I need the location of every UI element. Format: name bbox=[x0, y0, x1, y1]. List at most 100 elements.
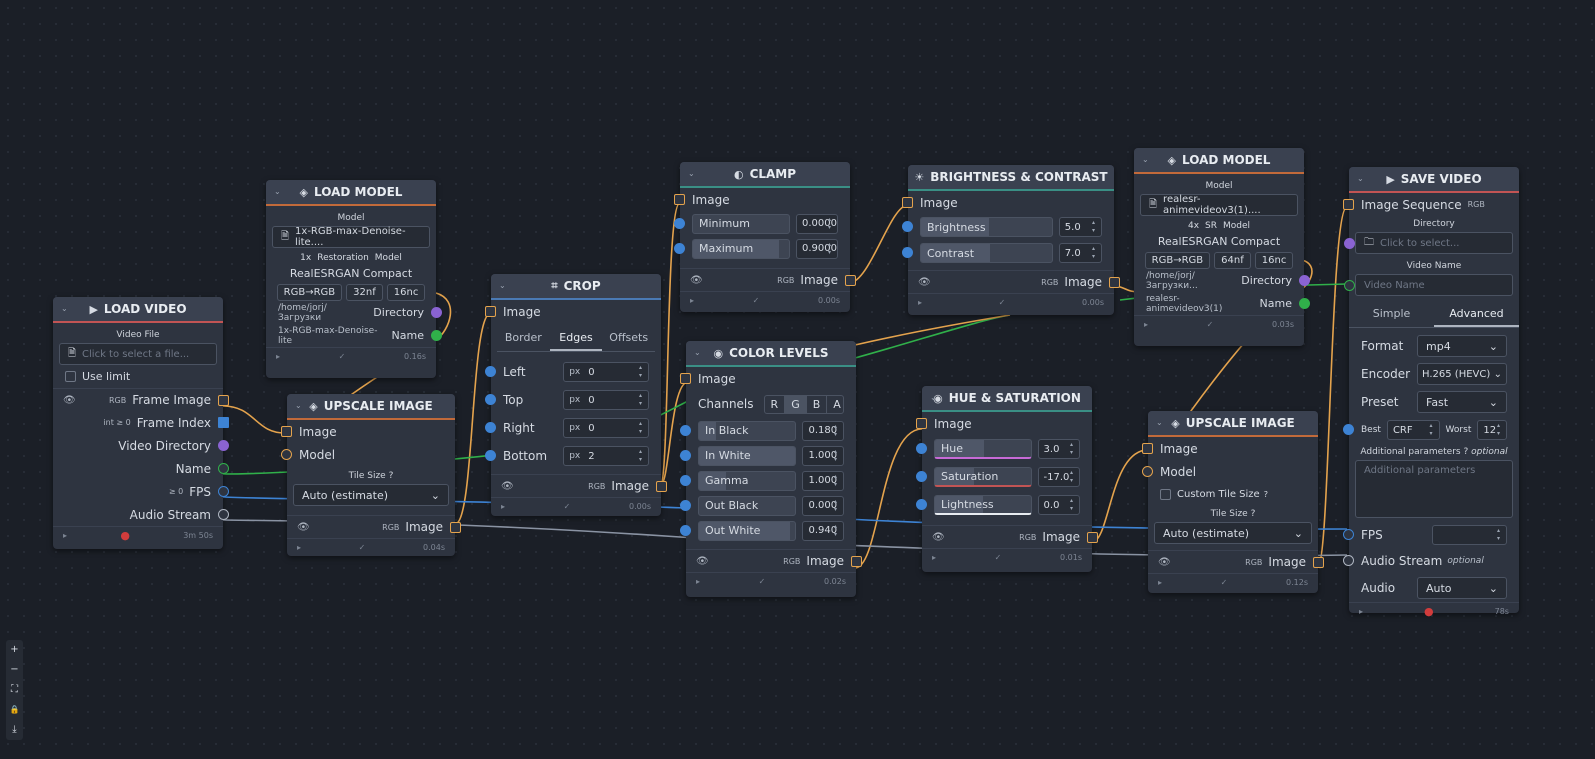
port-output-name[interactable] bbox=[218, 463, 229, 474]
out-black-slider[interactable]: Out Black bbox=[698, 495, 797, 516]
custom-tile-checkbox[interactable] bbox=[1160, 489, 1171, 500]
eye-icon[interactable]: 👁 bbox=[696, 555, 709, 567]
port-output-image[interactable] bbox=[1087, 532, 1098, 543]
port-input-directory[interactable] bbox=[1344, 238, 1355, 249]
port-input-hue[interactable] bbox=[916, 443, 927, 454]
load-video-node[interactable]: ⌄▶LOAD VIDEO Video File 🗎Click to select… bbox=[53, 297, 229, 549]
expand-icon[interactable]: ▸ bbox=[932, 553, 937, 562]
eye-icon[interactable]: 👁 bbox=[501, 480, 514, 492]
port-input-in-black[interactable] bbox=[680, 425, 691, 436]
port-output-name[interactable] bbox=[431, 330, 442, 341]
video-file-input[interactable]: 🗎Click to select a file... bbox=[59, 343, 217, 365]
gamma-input[interactable]: 1.000 bbox=[802, 470, 844, 491]
load-model-node-1[interactable]: ⌄◈LOAD MODEL Model 🗎1x-RGB-max-Denoise-l… bbox=[266, 180, 442, 378]
export-icon[interactable]: ⤓ bbox=[12, 724, 17, 735]
port-output-image[interactable] bbox=[656, 481, 667, 492]
port-output-dir[interactable] bbox=[431, 307, 442, 318]
port-input-gamma[interactable] bbox=[680, 475, 691, 486]
tab-border[interactable]: Border bbox=[504, 331, 542, 344]
in-black-slider[interactable]: In Black bbox=[698, 420, 797, 441]
help-icon[interactable]: ? bbox=[1263, 490, 1268, 499]
eye-icon[interactable]: 👁 bbox=[932, 531, 945, 543]
contrast-input[interactable]: 7.0 bbox=[1058, 243, 1102, 263]
port-input-left[interactable] bbox=[485, 366, 496, 377]
tab-advanced[interactable]: Advanced bbox=[1434, 302, 1519, 327]
zoom-in-icon[interactable]: + bbox=[10, 644, 19, 655]
model-file-input[interactable]: 🗎realesr-animevideov3(1).... bbox=[1140, 194, 1298, 216]
port-output-image[interactable] bbox=[450, 522, 461, 533]
help-icon[interactable]: ? bbox=[1463, 447, 1469, 457]
port-input-crf[interactable] bbox=[1343, 424, 1354, 435]
additional-parameters-input[interactable]: Additional parameters bbox=[1355, 460, 1513, 518]
expand-icon[interactable]: ▸ bbox=[1158, 578, 1163, 587]
channel-g[interactable]: G bbox=[785, 395, 807, 413]
port-input-name[interactable] bbox=[1344, 280, 1355, 291]
tab-simple[interactable]: Simple bbox=[1372, 307, 1411, 320]
port-input-image[interactable] bbox=[281, 426, 292, 437]
lightness-slider[interactable]: Lightness bbox=[934, 495, 1032, 515]
port-input-saturation[interactable] bbox=[916, 471, 927, 482]
out-white-slider[interactable]: Out White bbox=[698, 520, 797, 541]
worst-input[interactable]: 12 bbox=[1477, 420, 1507, 440]
port-input-fps[interactable] bbox=[1343, 529, 1354, 540]
port-input-max[interactable] bbox=[674, 243, 685, 254]
in-white-slider[interactable]: In White bbox=[698, 445, 797, 466]
port-input-min[interactable] bbox=[674, 218, 685, 229]
preset-select[interactable]: Fast⌄ bbox=[1417, 391, 1507, 413]
tile-size-select[interactable]: Auto (estimate)⌄ bbox=[1154, 522, 1312, 544]
collapse-icon[interactable]: ⌄ bbox=[1142, 155, 1149, 164]
collapse-icon[interactable]: ⌄ bbox=[1156, 418, 1163, 427]
expand-icon[interactable]: ▸ bbox=[276, 352, 281, 361]
brightness-slider[interactable]: Brightness bbox=[920, 217, 1053, 237]
format-select[interactable]: mp4⌄ bbox=[1417, 335, 1507, 357]
zoom-out-icon[interactable]: − bbox=[10, 664, 19, 675]
port-output-image[interactable] bbox=[1313, 557, 1324, 568]
tile-size-select[interactable]: Auto (estimate)⌄ bbox=[293, 484, 449, 506]
collapse-icon[interactable]: ⌄ bbox=[499, 281, 506, 290]
crf-input[interactable]: CRF bbox=[1386, 420, 1440, 440]
saturation-input[interactable]: -17.0 bbox=[1037, 467, 1080, 487]
model-file-input[interactable]: 🗎1x-RGB-max-Denoise-lite.... bbox=[272, 226, 430, 248]
port-output-image[interactable] bbox=[1109, 277, 1120, 288]
expand-icon[interactable]: ▸ bbox=[297, 543, 302, 552]
tab-edges[interactable]: Edges bbox=[549, 326, 603, 351]
port-input-audio-stream[interactable] bbox=[1343, 555, 1354, 566]
collapse-icon[interactable]: ⌄ bbox=[694, 348, 701, 357]
port-output-index[interactable] bbox=[218, 417, 229, 428]
use-limit-checkbox[interactable] bbox=[65, 371, 76, 382]
lock-icon[interactable]: 🔒 bbox=[9, 705, 20, 714]
directory-input[interactable]: 🗀Click to select... bbox=[1344, 232, 1513, 254]
hue-slider[interactable]: Hue bbox=[934, 439, 1032, 459]
brightness-contrast-node[interactable]: ⌄☀BRIGHTNESS & CONTRAST Image Brightness… bbox=[902, 165, 1120, 315]
port-input-bottom[interactable] bbox=[485, 450, 496, 461]
audio-select[interactable]: Auto⌄ bbox=[1417, 577, 1507, 599]
out-black-input[interactable]: 0.000 bbox=[802, 495, 844, 516]
expand-icon[interactable]: ▸ bbox=[501, 502, 506, 511]
fps-input[interactable] bbox=[1431, 525, 1507, 545]
eye-icon[interactable]: 👁 bbox=[297, 521, 310, 533]
port-output-dir[interactable] bbox=[218, 440, 229, 451]
channel-a[interactable]: A bbox=[833, 397, 841, 411]
port-input-model[interactable] bbox=[1142, 466, 1153, 477]
gamma-slider[interactable]: Gamma bbox=[698, 470, 797, 491]
channel-b[interactable]: B bbox=[807, 395, 828, 413]
collapse-icon[interactable]: ⌄ bbox=[295, 401, 302, 410]
out-white-input[interactable]: 0.940 bbox=[802, 520, 844, 541]
port-input-model[interactable] bbox=[281, 449, 292, 460]
maximum-slider[interactable]: Maximum bbox=[692, 238, 790, 259]
port-input-image[interactable] bbox=[916, 418, 927, 429]
eye-icon[interactable]: 👁 bbox=[918, 276, 931, 288]
port-input-in-white[interactable] bbox=[680, 450, 691, 461]
upscale-image-node-1[interactable]: ⌄◈UPSCALE IMAGE Image Model Tile Size ? … bbox=[281, 394, 461, 556]
expand-icon[interactable]: ▸ bbox=[918, 298, 923, 307]
expand-icon[interactable]: ▸ bbox=[696, 577, 701, 586]
saturation-slider[interactable]: Saturation bbox=[934, 467, 1032, 487]
lightness-input[interactable]: 0.0 bbox=[1037, 495, 1080, 515]
port-output-frame[interactable] bbox=[218, 395, 229, 406]
